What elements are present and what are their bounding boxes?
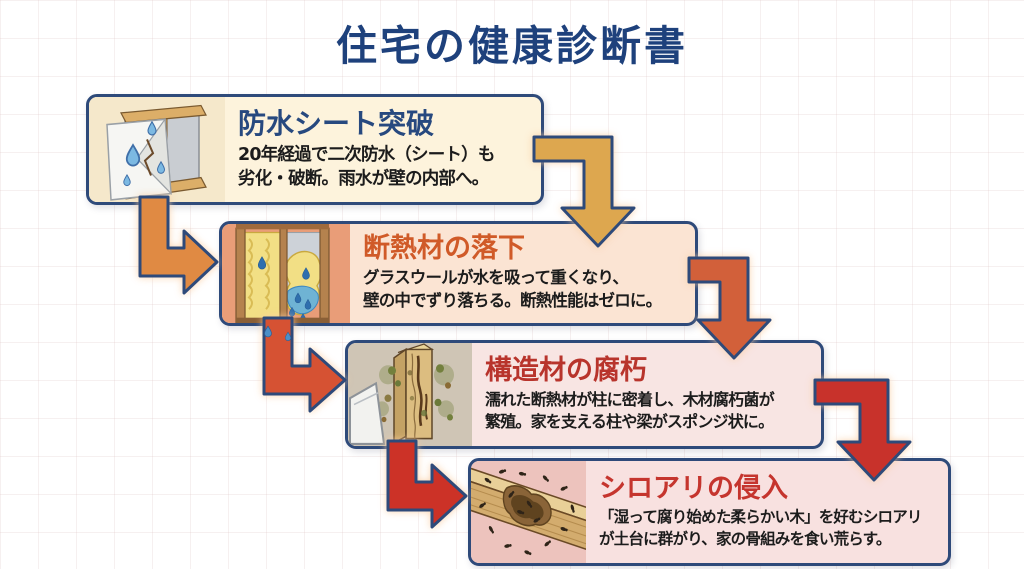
stage-description-line: 20年経過で二次防水（シート）も (238, 144, 495, 165)
stage-description-line: が土台に群がり、家の骨組みを食い荒らす。 (599, 529, 891, 548)
stage-description-line: 「湿って腐り始めた柔らかい木」を好むシロアリ (599, 508, 922, 527)
stage-description-line: 劣化・破断。雨水が壁の内部へ。 (238, 168, 489, 189)
stage-termite-invasion: シロアリの侵入 「湿って腐り始めた柔らかい木」を好むシロアリ が土台に群がり、家… (468, 458, 951, 566)
page-title: 住宅の健康診断書 (336, 22, 688, 70)
water-drips-decoration (264, 325, 292, 341)
arrow-waterproof-to-insulation-left (138, 195, 219, 295)
stage-insulation-fall: 断熱材の落下 グラスウールが水を吸って重くなり、 壁の中でずり落ちる。断熱性能は… (219, 221, 698, 326)
stage-title: 断熱材の落下 (363, 233, 525, 265)
stage-title: 防水シート突破 (238, 107, 435, 141)
stage-text: 防水シート突破 20年経過で二次防水（シート）も 劣化・破断。雨水が壁の内部へ。 (225, 97, 541, 202)
stage-description-line: 壁の中でずり落ちる。断熱性能はゼロに。 (363, 291, 662, 311)
stage-description-line: グラスウールが水を吸って重くなり、 (363, 268, 629, 288)
stage-description-line: 濡れた断熱材が柱に密着し、木材腐朽菌が (485, 390, 775, 410)
stage-text: 構造材の腐朽 濡れた断熱材が柱に密着し、木材腐朽菌が 繁殖。家を支える柱や梁がス… (472, 343, 821, 446)
arrow-structure-to-termite-left (386, 439, 468, 529)
stage-title: 構造材の腐朽 (485, 354, 647, 386)
arrow-insulation-to-structure-left (262, 316, 347, 413)
stage-text: シロアリの侵入 「湿って腐り始めた柔らかい木」を好むシロアリ が土台に群がり、家… (586, 461, 948, 563)
stage-description-line: 繁殖。家を支える柱や梁がスポンジ状に。 (485, 412, 774, 432)
leaking-wall-illustration (89, 97, 225, 202)
fallen-insulation-illustration (222, 224, 350, 323)
stage-structural-rot: 構造材の腐朽 濡れた断熱材が柱に密着し、木材腐朽菌が 繁殖。家を支える柱や梁がス… (345, 340, 824, 449)
termite-beam-illustration (471, 461, 586, 563)
rotting-post-illustration (348, 343, 472, 446)
termites (479, 469, 575, 556)
wall-cross-section (106, 104, 207, 201)
stage-waterproof-breach: 防水シート突破 20年経過で二次防水（シート）も 劣化・破断。雨水が壁の内部へ。 (86, 94, 544, 205)
stage-text: 断熱材の落下 グラスウールが水を吸って重くなり、 壁の中でずり落ちる。断熱性能は… (350, 224, 695, 323)
stage-title: シロアリの侵入 (599, 473, 788, 504)
